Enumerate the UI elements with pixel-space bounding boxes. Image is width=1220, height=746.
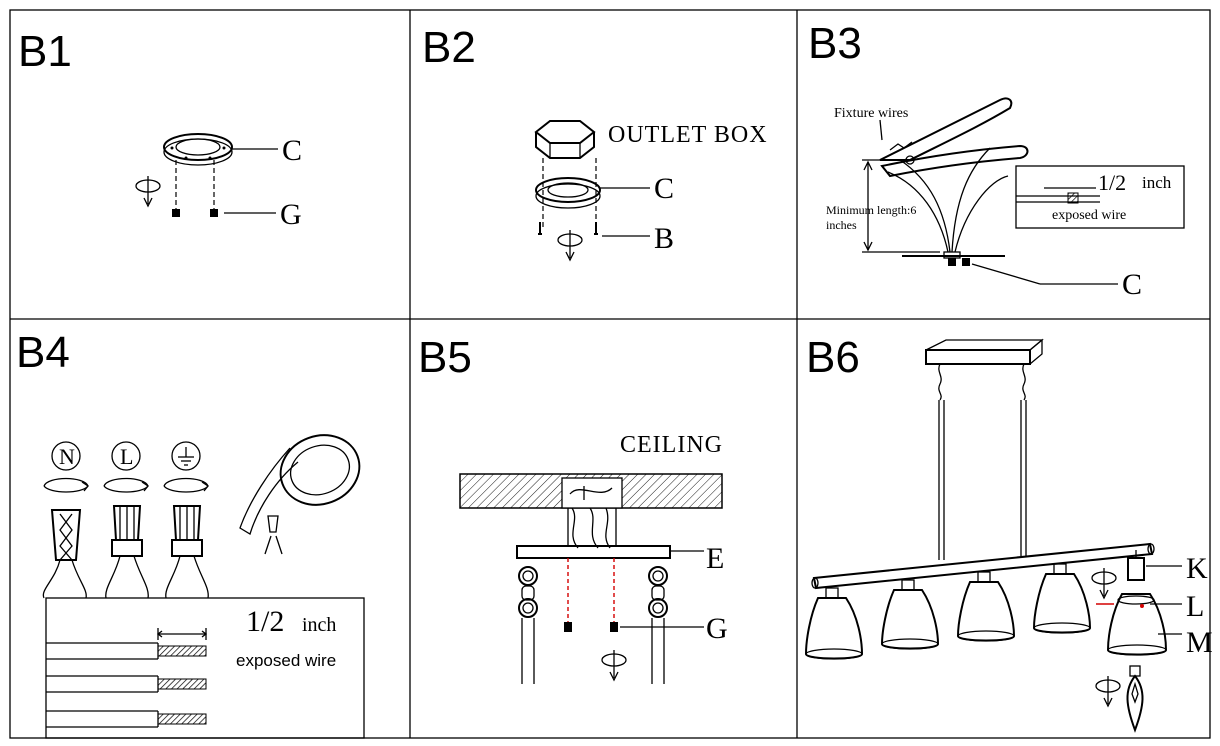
twist-icon-n [43, 477, 89, 493]
wire-nut-l [105, 505, 149, 599]
half-inch-unit: inch [1142, 173, 1172, 192]
minimum-length-label: Minimum length:6 [826, 203, 916, 217]
lamp-shade-4 [1032, 563, 1092, 634]
chain-right [648, 566, 668, 684]
label-c-b2: C [654, 172, 674, 205]
rotate-icon [135, 175, 161, 207]
label-c: C [282, 134, 302, 167]
panel-title-b6: B6 [806, 333, 860, 382]
half-inch-value-b4: 1/2 [246, 605, 284, 638]
screw-g-right [210, 209, 218, 217]
rotate-icon-b6 [1091, 567, 1117, 599]
lamp-shade-5 [1096, 550, 1168, 656]
rotate-icon-bulb [1095, 675, 1121, 707]
mounting-plate [163, 133, 233, 166]
exposed-wire-label-b4: exposed wire [236, 651, 336, 670]
exposed-wire-label-b3: exposed wire [1052, 208, 1126, 223]
outlet-box-b5 [561, 477, 623, 509]
stripped-wire-1 [46, 642, 207, 660]
panel-b2: B2 OUTLET BOX C B [422, 23, 768, 261]
rotate-icon-b5 [601, 649, 627, 681]
wire-nut-ground [165, 505, 209, 599]
main-bar [811, 542, 1155, 590]
ceiling-label: CEILING [620, 432, 723, 458]
label-g: G [280, 198, 302, 231]
lamp-shade-1 [804, 587, 864, 660]
wire-stripper [879, 97, 1029, 178]
panel-b5: B5 CEILING E G [418, 333, 728, 684]
stripped-wire-2 [46, 675, 207, 693]
twist-icon-l [103, 477, 149, 493]
electrical-tape-icon [239, 434, 361, 555]
rotate-icon-b2 [557, 229, 583, 261]
neutral-icon: N [51, 441, 81, 471]
half-inch-value: 1/2 [1098, 170, 1126, 195]
candle-bulb [1126, 665, 1144, 733]
fixture-wires-label: Fixture wires [834, 106, 908, 121]
panel-grid [9, 9, 1211, 739]
panel-title-b3: B3 [808, 19, 862, 68]
panel-b1: B1 C G [18, 27, 302, 231]
panel-b3: B3 Fixture wires Minimum length:6 inches… [808, 19, 1185, 301]
panel-title-b5: B5 [418, 333, 472, 382]
label-e: E [706, 542, 724, 575]
ground-icon [171, 441, 201, 471]
panel-b4: B4 N L [16, 328, 365, 739]
outlet-box-shape [534, 120, 596, 159]
label-l: L [1186, 590, 1204, 623]
socket-k [1127, 557, 1145, 581]
half-inch-unit-b4: inch [302, 614, 336, 636]
exposed-wire-box [45, 597, 365, 739]
svg-text:N: N [59, 444, 75, 469]
minimum-length-unit: inches [826, 218, 857, 232]
lamp-shade-2 [880, 579, 940, 650]
fixture-wires [887, 147, 1009, 253]
lamp-shade-3 [956, 571, 1016, 642]
stripped-wire-3 [46, 710, 207, 728]
label-b: B [654, 222, 674, 255]
outlet-box-label: OUTLET BOX [608, 122, 768, 148]
screw-g-left-b5 [564, 622, 572, 632]
panel-b6: B6 [804, 333, 1213, 733]
mounting-plate-b2 [535, 177, 601, 209]
panel-title-b2: B2 [422, 23, 476, 72]
panel-title-b4: B4 [16, 328, 70, 377]
exposed-wire-callout [1015, 165, 1185, 229]
chain-left [518, 566, 538, 684]
screw-g-right-b5 [610, 622, 618, 632]
label-g-b5: G [706, 612, 728, 645]
twist-icon-g [163, 477, 209, 493]
label-m: M [1186, 626, 1213, 659]
label-k: K [1186, 552, 1208, 585]
label-c-b3: C [1122, 268, 1142, 301]
screw-g-left [172, 209, 180, 217]
twisted-wires [42, 509, 87, 599]
live-icon: L [111, 441, 141, 471]
crossbar-e [516, 545, 671, 559]
svg-text:L: L [120, 444, 133, 469]
suspension-rods [938, 363, 1027, 560]
canopy [925, 338, 1044, 365]
panel-title-b1: B1 [18, 27, 72, 76]
